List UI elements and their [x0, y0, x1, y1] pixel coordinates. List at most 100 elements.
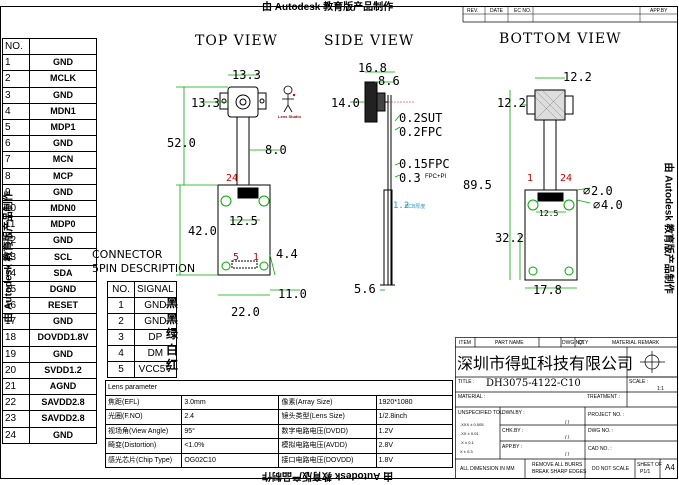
connector-no: 4: [107, 345, 135, 362]
lens-param-value: 1920*1080: [375, 394, 454, 410]
tb-dwn-date: / /: [565, 420, 570, 426]
top-view-drawing: [176, 74, 300, 296]
connector-title: CONNECTOR 5PIN DESCRIPTION: [92, 248, 195, 276]
dim-top-board-height: 42.0: [188, 224, 217, 238]
dim-top-length: 52.0: [167, 136, 196, 150]
dim-bottom-height: 12.2: [497, 96, 526, 110]
appby-label: APP.BY: [650, 8, 668, 14]
tb-size: A4: [665, 463, 675, 472]
bottom-board: [524, 189, 578, 281]
lens-param-key: 数字电路电压(DVDD): [278, 423, 377, 439]
dim-bottom-hole2: 4.0: [601, 198, 623, 212]
top-lens-left-tab: [219, 92, 229, 110]
tb-break: BREAK SHARP EDGES: [532, 469, 587, 475]
top-view-title: TOP VIEW: [195, 33, 278, 49]
dim-bottom-total: 89.5: [463, 178, 492, 192]
pin-signal: SAVDD2.8: [29, 394, 97, 412]
lens-row: 畸变(Distortion)<1.0%模拟电路电压(AVDD)2.8V: [104, 438, 454, 454]
dim-top-total-width: 22.0: [231, 305, 260, 319]
pin-number: 20: [2, 361, 30, 379]
tb-material: MATERIAL REMARK: [612, 340, 660, 346]
title-block: [455, 337, 678, 479]
connector-title-line1: CONNECTOR: [92, 248, 163, 261]
date-label: DATE: [490, 8, 503, 14]
dim-bottom-hole-prefix: ⌀: [583, 184, 591, 198]
connector-signal: VCC5V: [134, 361, 177, 378]
lens-param-key: 接口电路电压(DOVDD): [278, 452, 377, 468]
pin-number: 9: [2, 183, 30, 201]
tb-remove: REMOVE ALL BURRS: [532, 462, 583, 468]
bottom-pin1-label: 1: [527, 173, 534, 184]
pin-number: 8: [2, 167, 30, 185]
pin-signal: SDA: [29, 264, 97, 282]
pin-number: 18: [2, 329, 30, 347]
lens-param-key: 模拟电路电压(AVDD): [278, 438, 377, 454]
pin-signal: AGND: [29, 377, 97, 396]
pin-signal: GND: [29, 54, 97, 72]
pin-number: 14: [2, 264, 30, 282]
lens-param-value: 1.2V: [375, 423, 454, 439]
tb-project: PROJECT NO. :: [588, 412, 625, 418]
tb-app-date: / /: [565, 452, 570, 458]
pin-signal: DGND: [29, 280, 97, 299]
dim-top-bottom-height: 11.0: [278, 287, 307, 301]
pin-signal: MDN0: [29, 199, 97, 218]
tolerance-row: X ± 0.3: [460, 449, 473, 454]
dim-top-lens-height: 13.3: [191, 96, 220, 110]
lens-param-value: 1/2.8inch: [375, 409, 454, 425]
pin-name-header: [29, 37, 97, 56]
lens-param-value: 95°: [181, 423, 280, 439]
tb-scale: 1:1: [657, 386, 664, 392]
dim-bottom-base: 17.8: [533, 283, 562, 297]
lens-param-key: 光圈(F.NO): [104, 409, 183, 425]
bottom-connector: [537, 192, 564, 202]
lens-param-key: 像素(Array Size): [278, 394, 377, 410]
pin-signal: GND: [29, 232, 97, 250]
pin-number: 13: [2, 248, 30, 266]
side-view-drawing: [350, 71, 415, 291]
top-lens-circle: [235, 94, 251, 110]
dim-side-8-6: 8.6: [378, 74, 400, 88]
pin-table-header: NO.: [2, 37, 97, 56]
pin-signal: GND: [29, 183, 97, 201]
pin-number: 15: [2, 280, 30, 299]
lens-row: 视场角(View Angle)95°数字电路电压(DVDD)1.2V: [104, 423, 454, 439]
lens-table-title: Lens parameter: [105, 380, 453, 396]
pin-number: 22: [2, 394, 30, 412]
pin-signal: GND: [29, 135, 97, 153]
top-connector-24: [237, 187, 259, 199]
connector-no: 3: [107, 329, 135, 346]
pin-signal: SVDD1.2: [29, 361, 97, 379]
pin-number: 11: [2, 216, 30, 234]
tb-unspecified: UNSPECIFIED TOL.: [458, 410, 504, 416]
tb-sheet-val: P1/1: [640, 469, 651, 475]
lens-param-key: 畸变(Distortion): [104, 438, 183, 454]
tb-title: DH3075-4122-C10: [486, 378, 581, 389]
connector-title-line2: 5PIN DESCRIPTION: [92, 262, 196, 275]
pin-signal: GND: [29, 313, 97, 331]
lens-param-value: <1.0%: [181, 438, 280, 454]
watermark-top: 由 Autodesk 教育版产品制作: [262, 2, 394, 13]
tb-title-label: TITLE :: [458, 379, 475, 385]
pin-number: 19: [2, 345, 30, 363]
lens-param-key: 镜头类型(Lens Size): [278, 409, 377, 425]
pin-signal: GND: [29, 345, 97, 363]
pin-signal: MDP1: [29, 118, 97, 137]
